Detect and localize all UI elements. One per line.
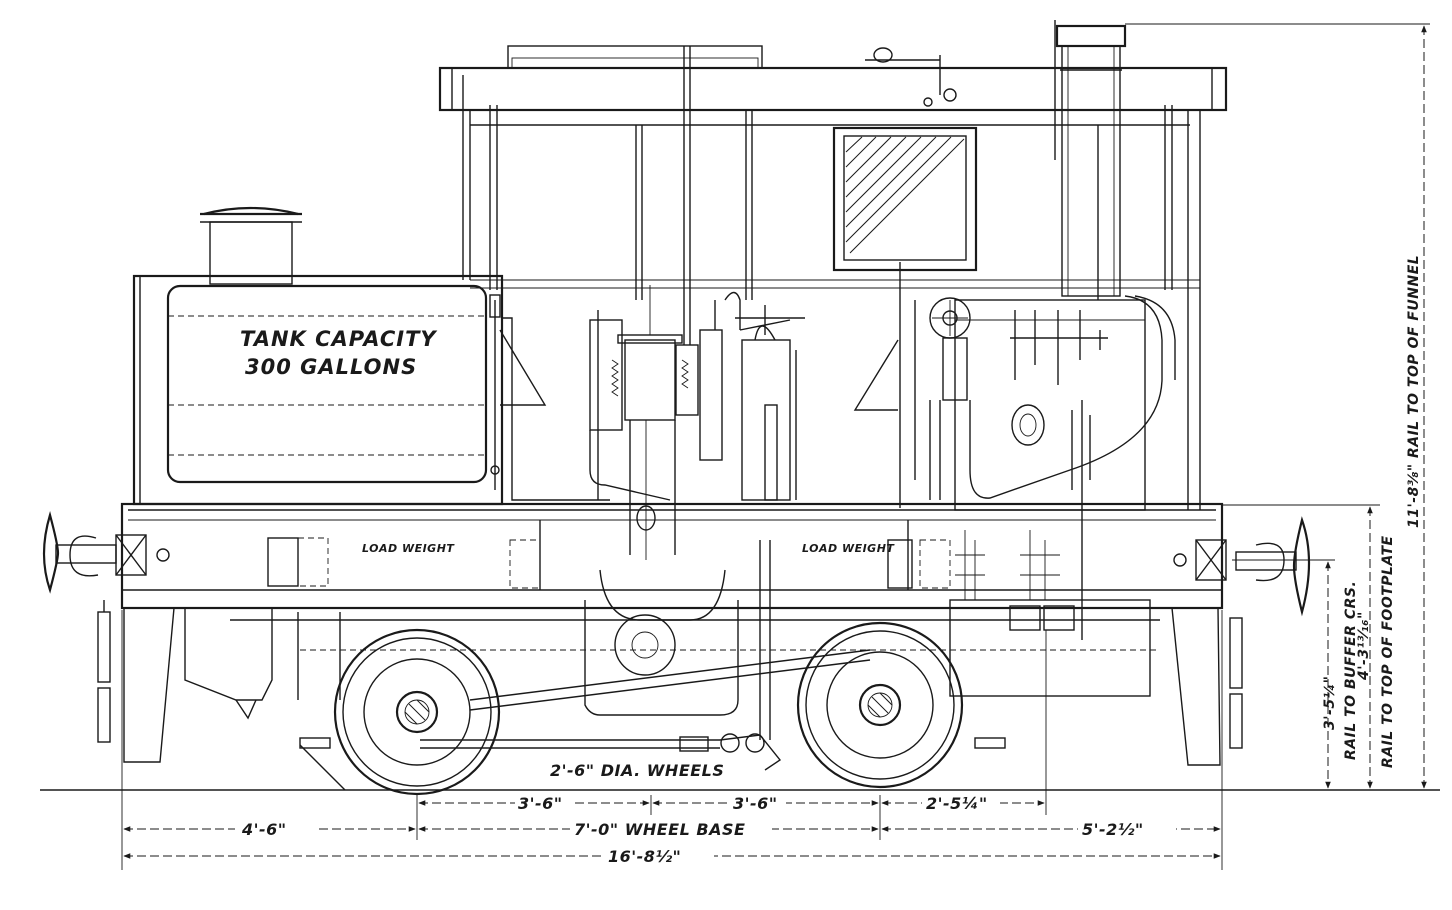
horizontal-dimension-labels: 3'-6" 3'-6" 2'-5¼" 4'-6" 7'-0" WHEEL BAS… [235,793,1176,866]
boiler [929,295,1176,640]
dim-5-2-half: 5'-2½" [1082,820,1144,839]
dim-4-6: 4'-6" [241,820,287,839]
dimension-lines [121,23,1430,870]
tank-capacity-line1: TANK CAPACITY [240,327,437,351]
tank-capacity-line2: 300 GALLONS [245,355,417,379]
dim-3-6-left: 3'-6" [518,794,563,813]
right-wheel [796,621,964,789]
main-frame: LOAD WEIGHT LOAD WEIGHT [120,502,1224,610]
dim-footplate-value: 4'-3¹³⁄₁₆" [1356,611,1372,681]
dim-buffer-value: 3'-5¼" [1322,676,1338,730]
dim-buffer-label: RAIL TO BUFFER CRS. [1343,581,1359,760]
left-wheel [333,628,501,796]
cab-window [832,126,978,272]
funnel [1054,20,1127,297]
tank-pipes [489,294,610,501]
vertical-dimension-labels: 11'-8⅜" RAIL TO TOP OF FUNNEL 4'-3¹³⁄₁₆"… [1322,255,1422,768]
right-stay-plate [853,339,899,411]
dim-wheel-base: 7'-0" WHEEL BASE [574,820,745,839]
right-buffer [1171,516,1311,766]
dim-3-6-right: 3'-6" [733,794,778,813]
dim-footplate-label: RAIL TO TOP OF FOOTPLATE [1380,535,1396,768]
load-weight-right: LOAD WEIGHT [802,542,895,555]
water-tank: TANK CAPACITY 300 GALLONS [132,206,504,506]
cab [438,45,1228,510]
undergear [184,540,1160,791]
load-weight-left: LOAD WEIGHT [362,542,455,555]
engine [589,46,941,560]
left-buffer [42,510,175,763]
wheel-diameter-note: 2'-6" DIA. WHEELS [550,761,724,780]
left-stay-plate [499,329,547,406]
dim-overall-length: 16'-8½" [608,847,681,866]
dim-rail-to-funnel: 11'-8⅜" RAIL TO TOP OF FUNNEL [1406,255,1422,528]
dim-2-5-quarter: 2'-5¼" [926,794,988,813]
injector-fittings [955,530,1060,600]
